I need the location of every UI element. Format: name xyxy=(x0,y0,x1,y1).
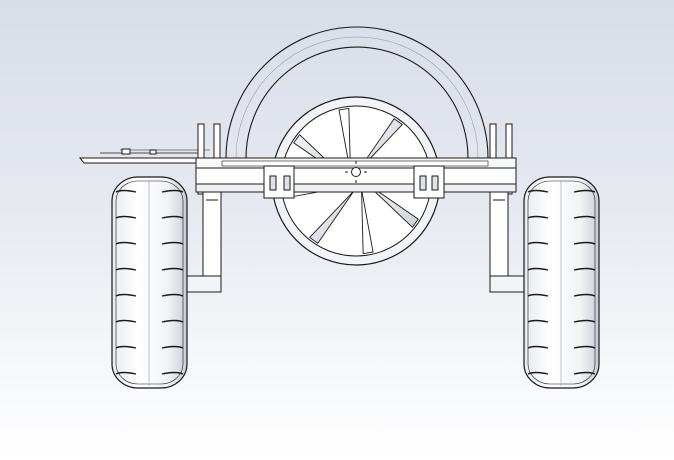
right-leg xyxy=(489,191,527,293)
tread-lug xyxy=(527,293,596,297)
left-wheel-tread xyxy=(115,189,184,375)
tread-lug xyxy=(115,293,184,297)
fan-blade xyxy=(365,182,419,228)
tread-lug xyxy=(527,215,596,219)
fan-blade xyxy=(361,189,374,255)
tread-lug xyxy=(527,345,596,349)
tread-lug xyxy=(115,319,184,323)
tread-lug xyxy=(115,345,184,349)
tread-lug xyxy=(527,371,596,375)
fan-blade xyxy=(309,190,355,244)
left-leg xyxy=(185,191,222,293)
right-wheel-tread xyxy=(527,189,596,375)
tread-lug xyxy=(115,371,184,375)
beam-clamps xyxy=(263,165,445,199)
tread-lug xyxy=(115,189,184,193)
tread-lug xyxy=(115,215,184,219)
tread-lug xyxy=(527,267,596,271)
tread-lug xyxy=(527,319,596,323)
tread-lug xyxy=(115,267,184,271)
left-mount-plate xyxy=(78,148,228,164)
tread-lug xyxy=(527,241,596,245)
tread-lug xyxy=(115,241,184,245)
tread-lug xyxy=(527,189,596,193)
coordinate-origin-icon[interactable] xyxy=(345,161,367,183)
left-wheel xyxy=(111,176,188,389)
fan-blade xyxy=(338,107,351,173)
right-wheel xyxy=(523,176,600,389)
fan-guard-arc xyxy=(225,26,489,159)
